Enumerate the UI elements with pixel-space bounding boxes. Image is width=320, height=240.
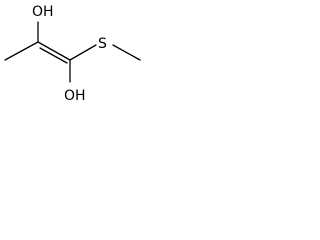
bond-methyl-c2 bbox=[4, 41, 39, 61]
atom-label-sulfur: S bbox=[98, 36, 107, 52]
atom-label-oh-top: OH bbox=[32, 4, 54, 20]
bond-sulfur-methyl bbox=[112, 44, 141, 61]
chemical-structure: OH S OH bbox=[4, 4, 141, 104]
bond-c1-sulfur bbox=[69, 44, 97, 61]
atom-label-oh-bottom: OH bbox=[64, 88, 86, 104]
bond-c2-c1-double-inner bbox=[39, 47, 68, 64]
bond-c2-c1-double-outer bbox=[37, 41, 71, 61]
